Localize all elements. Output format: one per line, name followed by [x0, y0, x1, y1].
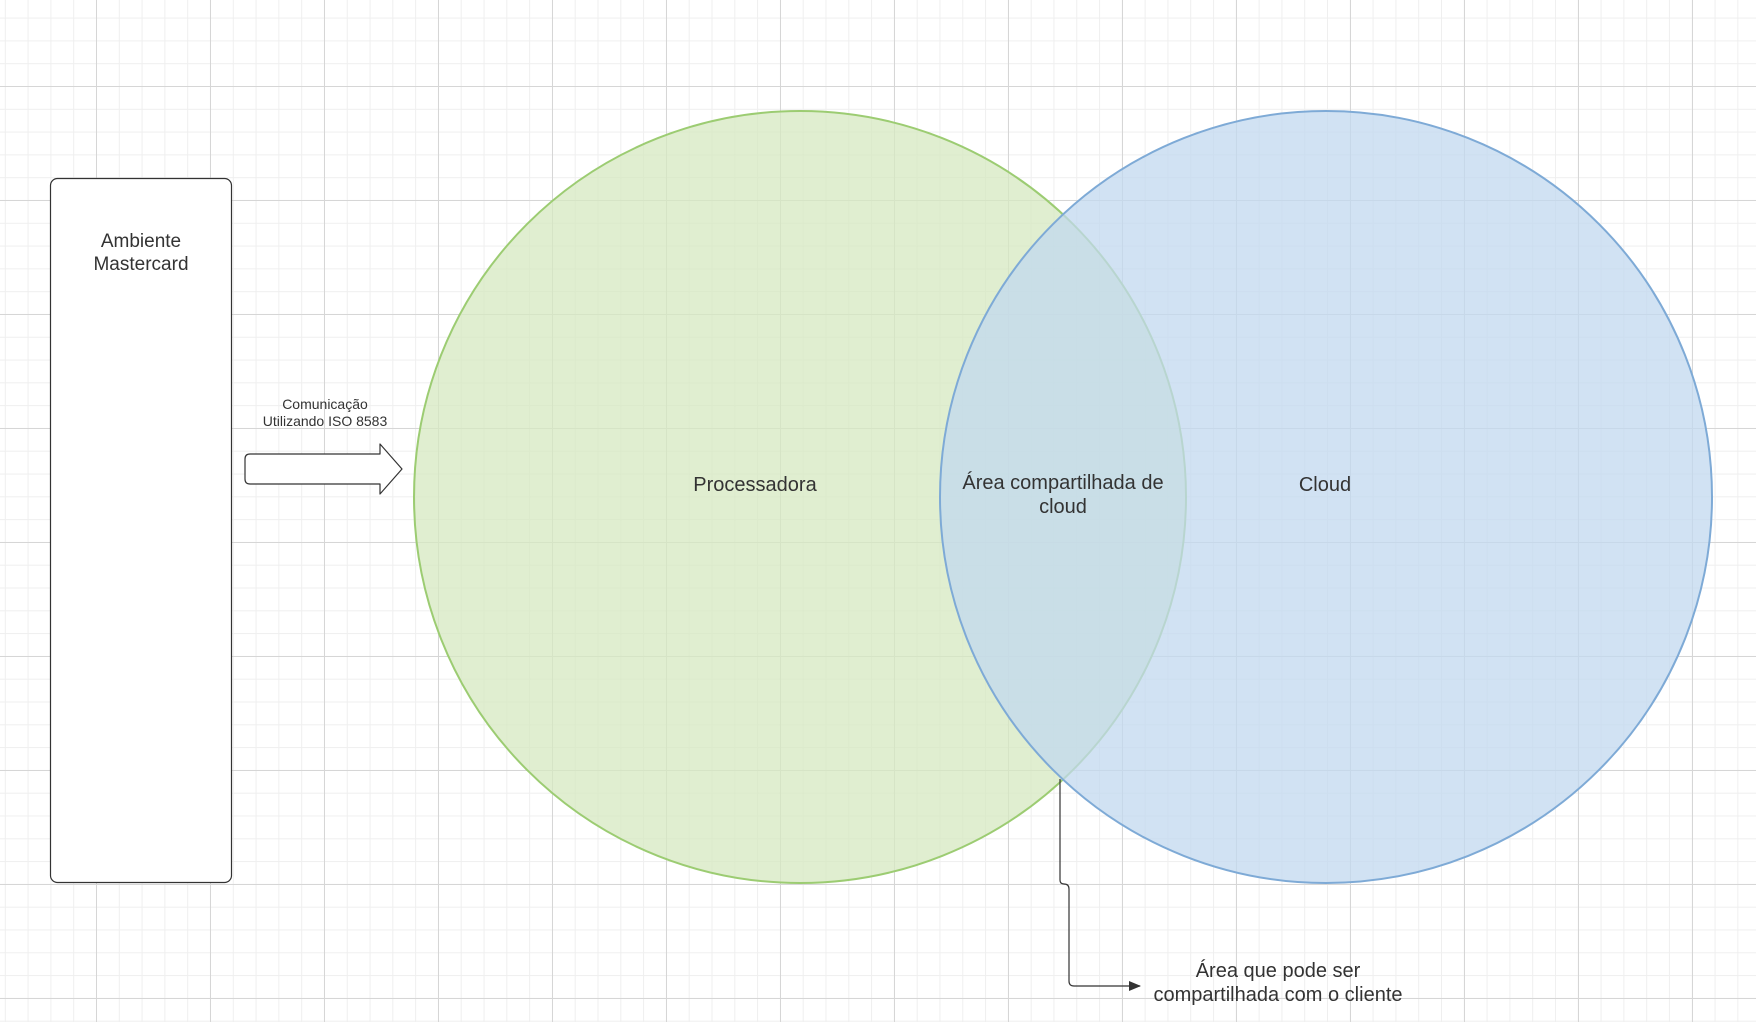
communication-arrow[interactable]	[244, 443, 403, 495]
cloud-circle[interactable]	[939, 110, 1713, 884]
cloud-label: Cloud	[1298, 474, 1352, 496]
communication-label: Comunicação Utilizando ISO 8583	[262, 396, 388, 429]
processadora-label: Processadora	[693, 474, 817, 496]
mastercard-box[interactable]	[49, 177, 233, 884]
client-connector-line[interactable]	[1059, 779, 1141, 991]
shared-area-label: Área compartilhada de cloud	[962, 472, 1164, 518]
client-note-label: Área que pode ser compartilhada com o cl…	[1153, 960, 1403, 1006]
mastercard-label: Ambiente Mastercard	[93, 231, 189, 275]
